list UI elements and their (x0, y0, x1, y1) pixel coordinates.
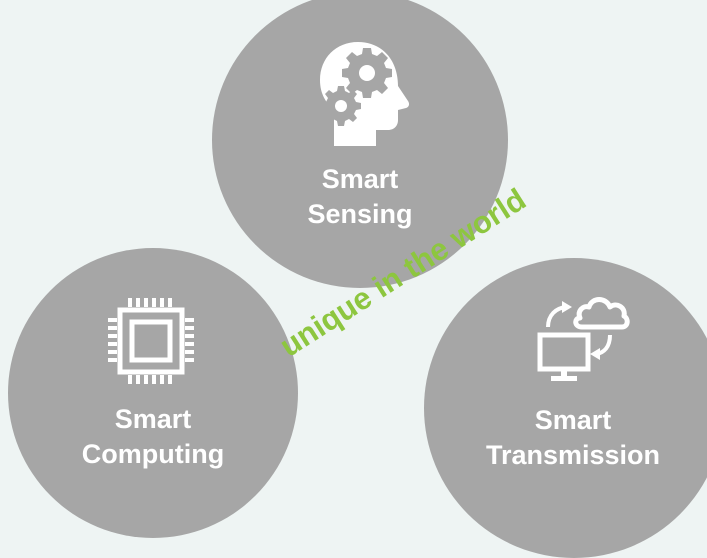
smart-sensing-label: Smart Sensing (260, 162, 460, 232)
head-gears-icon (320, 42, 410, 146)
smart-sensing-line1: Smart (321, 164, 399, 194)
smart-transmission-line1: Smart (534, 405, 612, 435)
smart-computing-label: Smart Computing (53, 402, 253, 472)
cpu-chip-icon (108, 298, 194, 384)
smart-sensing-line2: Sensing (307, 199, 413, 229)
smart-transmission-line2: Transmission (485, 440, 661, 470)
smart-transmission-label: Smart Transmission (463, 403, 683, 473)
smart-computing-line1: Smart (114, 404, 192, 434)
cloud-sync-monitor-icon (537, 297, 630, 381)
smart-computing-circle (8, 248, 298, 538)
smart-computing-line2: Computing (81, 439, 225, 469)
